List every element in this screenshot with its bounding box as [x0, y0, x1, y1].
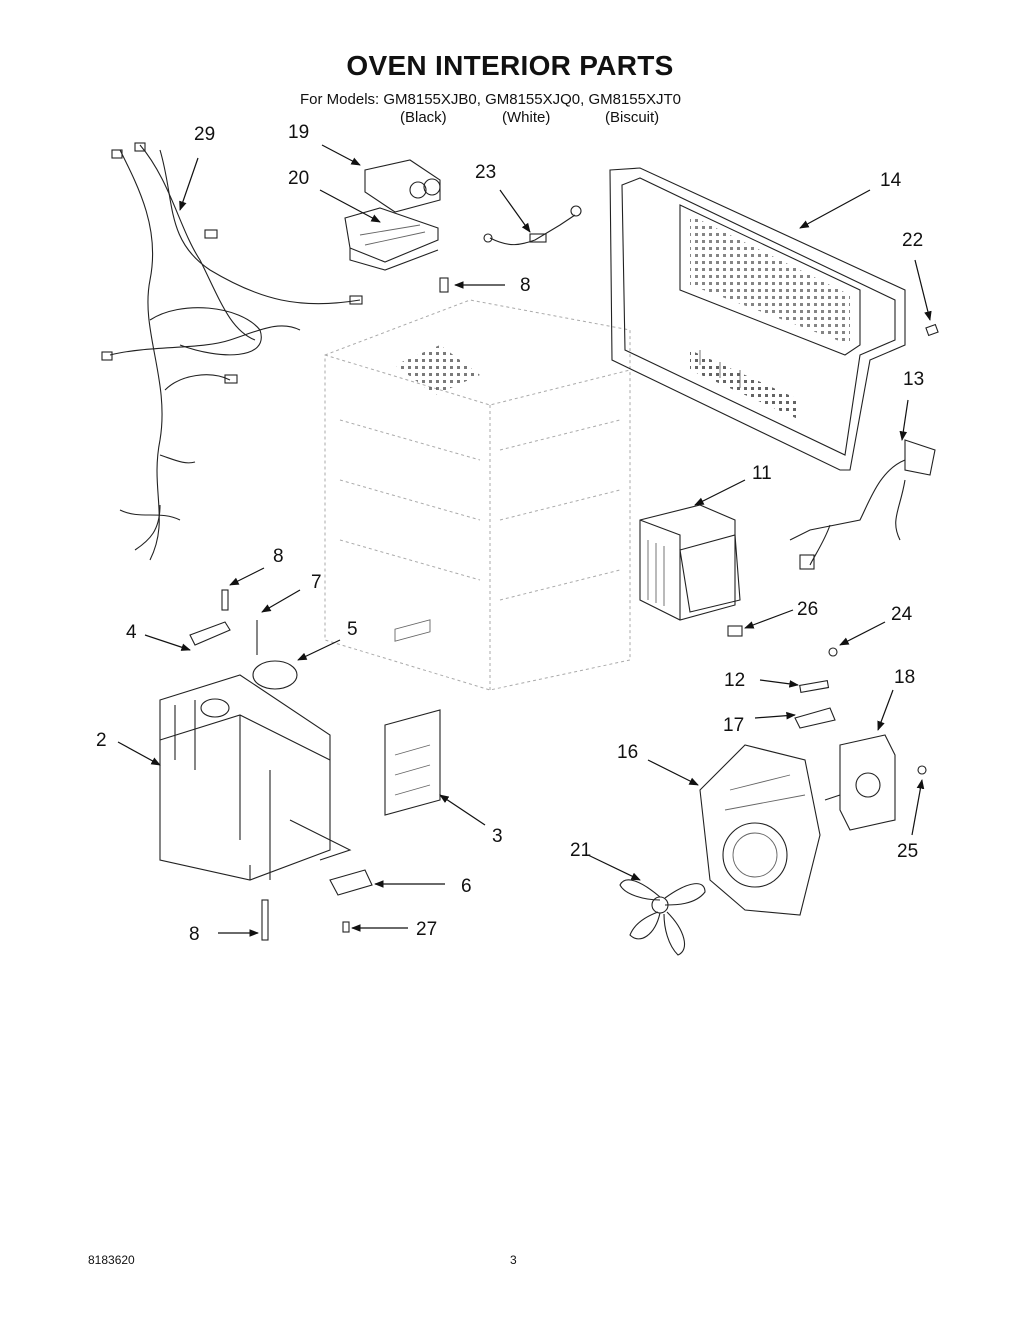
color-label-white: (White)	[502, 109, 551, 126]
capacitor	[364, 159, 441, 213]
cavity-back-panel	[609, 167, 906, 471]
callout-7: 7	[311, 572, 322, 593]
callout-3: 3	[492, 826, 503, 847]
waveguide-cover	[384, 619, 441, 816]
callout-5: 5	[347, 619, 358, 640]
callout-20: 20	[288, 168, 309, 189]
callout-23: 23	[475, 162, 496, 183]
switch	[329, 869, 373, 896]
callout-25: 25	[897, 841, 918, 862]
waveguide-assembly	[159, 589, 352, 881]
oven-cavity-outline	[324, 299, 631, 691]
leader-arrows	[117, 144, 932, 937]
screw-27	[342, 921, 350, 933]
color-label-black: (Black)	[400, 109, 447, 126]
callout-8-top: 8	[520, 275, 531, 296]
callout-8-stirrer: 8	[273, 546, 284, 567]
callout-labels: 29 19 20 23 14 22 8 13 11 8 7 5 4 26 24 …	[96, 122, 924, 945]
fuse	[799, 679, 830, 694]
callout-6: 6	[461, 876, 472, 897]
callout-26: 26	[797, 599, 818, 620]
high-voltage-diode	[483, 205, 582, 246]
callout-2: 2	[96, 730, 107, 751]
callout-22: 22	[902, 230, 923, 251]
stirrer-coupling	[189, 621, 231, 646]
color-label-biscuit: (Biscuit)	[605, 109, 660, 126]
capacitor-bracket	[344, 207, 439, 271]
callout-4: 4	[126, 622, 137, 643]
callout-27: 27	[416, 919, 437, 940]
screw-26	[727, 625, 743, 637]
wire-harness	[101, 142, 363, 561]
page-title: OVEN INTERIOR PARTS	[346, 50, 674, 81]
callout-8-bottom: 8	[189, 924, 200, 945]
callout-17: 17	[723, 715, 744, 736]
models-line: For Models: GM8155XJB0, GM8155XJQ0, GM81…	[300, 91, 681, 108]
document-number: 8183620	[88, 1253, 135, 1267]
callout-24: 24	[891, 604, 913, 625]
callout-13: 13	[903, 369, 924, 390]
screw-25	[917, 765, 927, 775]
callout-12: 12	[724, 670, 745, 691]
fuse-holder	[794, 707, 836, 729]
callout-21: 21	[570, 840, 591, 861]
magnetron-transformer	[639, 504, 741, 621]
callout-16: 16	[617, 742, 638, 763]
fan-shroud	[699, 744, 821, 916]
callout-14: 14	[880, 170, 902, 191]
callout-18: 18	[894, 667, 915, 688]
callout-29: 29	[194, 124, 215, 145]
screw-8-stirrer	[221, 589, 229, 611]
screw-8-bottom	[261, 899, 269, 941]
thermal-cutout-cord	[789, 439, 936, 570]
screw-22	[925, 323, 939, 337]
screw-8-top	[439, 277, 449, 293]
fan-blade	[619, 879, 706, 956]
fan-motor	[824, 734, 896, 831]
callout-19: 19	[288, 122, 309, 143]
page-number: 3	[510, 1253, 517, 1267]
screw-24	[828, 647, 838, 657]
callout-11: 11	[752, 463, 772, 484]
stirrer-motor	[252, 660, 298, 690]
